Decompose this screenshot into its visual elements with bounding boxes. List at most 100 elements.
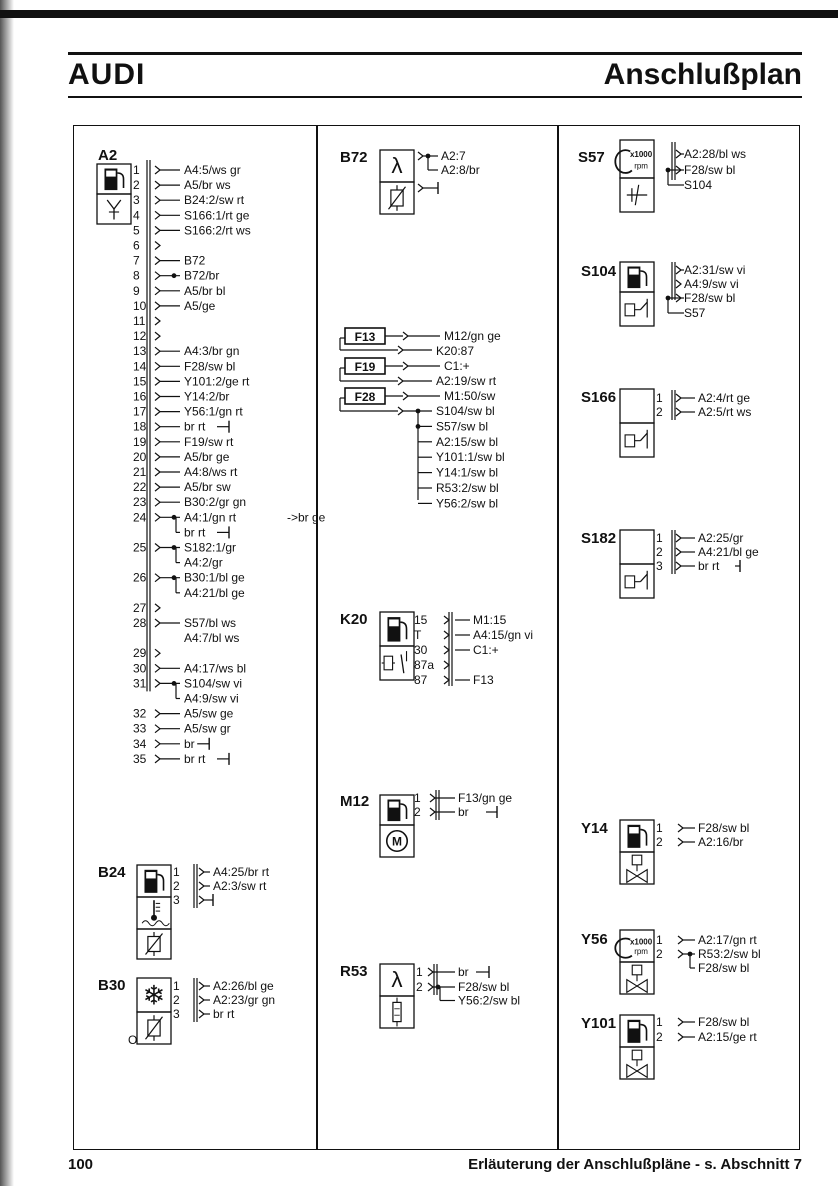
component-mark: O (128, 1033, 137, 1047)
connection-label: A2:15/sw bl (436, 435, 498, 449)
snowflake-icon: ❄ (143, 980, 166, 1011)
wire (639, 432, 648, 442)
connection-label: A4:1/gn rt (184, 510, 237, 524)
page-number: 100 (68, 1156, 94, 1173)
pin-number: 10 (133, 299, 147, 313)
plug-symbol (154, 754, 161, 764)
connection-label: A5/sw gr (184, 722, 231, 736)
connection-label: R53:2/sw bl (436, 481, 499, 495)
connection-label: A5/br ws (184, 178, 231, 192)
component-box (619, 961, 655, 995)
plug-symbol (154, 286, 161, 296)
component-box (619, 1046, 655, 1080)
pin-number: 17 (133, 405, 147, 419)
connection-label: F28/sw bl (698, 821, 749, 835)
connection-label: A5/br bl (184, 284, 225, 298)
plug-symbol (154, 407, 161, 417)
rpm-icon: x1000 (630, 150, 653, 159)
connection-label: A2:26/bl ge (213, 979, 274, 993)
connection-label: A4:2/gr (184, 556, 223, 570)
connection-label: B30:2/gr gn (184, 495, 246, 509)
pin-number: 32 (133, 707, 147, 721)
header-rule-top (68, 52, 802, 55)
plug-symbol (417, 183, 424, 193)
plug-symbol (429, 793, 436, 803)
connection-label: B72/br (184, 269, 219, 283)
plug-symbol (675, 533, 682, 543)
connection-label: A5/br sw (184, 480, 231, 494)
pin-number: 19 (133, 435, 147, 449)
pin-number: 1 (416, 965, 423, 979)
relay-icon (383, 655, 394, 671)
connection-label: S166:1/rt ge (184, 208, 250, 222)
junction-dot (171, 575, 177, 581)
plug-symbol (677, 949, 684, 959)
pin-number: 7 (133, 254, 140, 268)
wire (145, 1016, 163, 1040)
connection-label: A4:8/ws rt (184, 465, 238, 479)
resistor-icon (392, 1001, 402, 1023)
connection-label: Y56:2/sw bl (436, 496, 498, 510)
plug-symbol (154, 739, 161, 749)
plug-symbol (154, 241, 161, 250)
page-title: Anschlußplan (603, 58, 802, 91)
connection-label: A2:5/rt ws (698, 405, 751, 419)
fuel-pump-icon (387, 617, 408, 642)
component-name: S182 (581, 530, 616, 547)
component-box (619, 291, 655, 327)
fuel-pump-icon (627, 824, 648, 848)
fuel-pump-icon (640, 270, 648, 286)
plug-symbol (443, 630, 450, 640)
pin-number: 1 (656, 531, 663, 545)
connection-label: A2:19/sw rt (436, 374, 497, 388)
fuel-pump-icon (389, 801, 399, 808)
plug-symbol (675, 407, 682, 417)
plug-symbol (198, 895, 205, 905)
component-name: R53 (340, 963, 368, 980)
diagram-frame (73, 125, 800, 1150)
connection-label: B30:1/bl ge (184, 571, 245, 585)
pin-number: 21 (133, 465, 147, 479)
pin-number: 15 (414, 613, 428, 627)
wire (388, 186, 406, 210)
connection-label: F28/sw bl (698, 961, 749, 975)
wire (639, 301, 648, 311)
plug-symbol (154, 225, 161, 235)
valve-icon (626, 978, 648, 994)
plug-symbol (154, 663, 161, 673)
connection-label: A5/sw ge (184, 707, 234, 721)
connection-label: F19/sw rt (184, 435, 234, 449)
component-box (96, 193, 132, 225)
pin-number: 33 (133, 722, 147, 736)
lambda-icon: λ (391, 153, 402, 178)
fuel-pump-icon (146, 872, 156, 879)
connection-label: Y14:1/sw bl (436, 466, 498, 480)
component-name: M12 (340, 793, 369, 810)
lambda-icon: λ (391, 967, 402, 992)
plug-symbol (154, 180, 161, 190)
pin-number: 9 (133, 284, 140, 298)
plug-symbol (677, 935, 684, 945)
component-box (136, 1011, 172, 1045)
component-box (379, 995, 415, 1029)
pin-number: 5 (133, 223, 140, 237)
pressure-switch-icon (624, 303, 636, 317)
pin-number: 1 (656, 391, 663, 405)
connection-label: br (184, 737, 195, 751)
plug-symbol (154, 422, 161, 432)
motor-icon: M (392, 834, 402, 848)
plug-symbol (427, 982, 434, 992)
plug-symbol (198, 1009, 205, 1019)
pin-number: 30 (133, 661, 147, 675)
plug-symbol (154, 392, 161, 401)
connection-label: br rt (698, 559, 720, 573)
footer-note: Erläuterung der Anschlußpläne - s. Absch… (468, 1156, 802, 1173)
pin-number: 2 (656, 405, 663, 419)
connection-label: F28/sw bl (184, 359, 235, 373)
pin-number: 18 (133, 420, 147, 434)
pin-number: 15 (133, 374, 147, 388)
connection-label: B72 (184, 254, 206, 268)
connection-label: F28/sw bl (684, 291, 735, 305)
fuel-pump-icon (640, 828, 648, 846)
